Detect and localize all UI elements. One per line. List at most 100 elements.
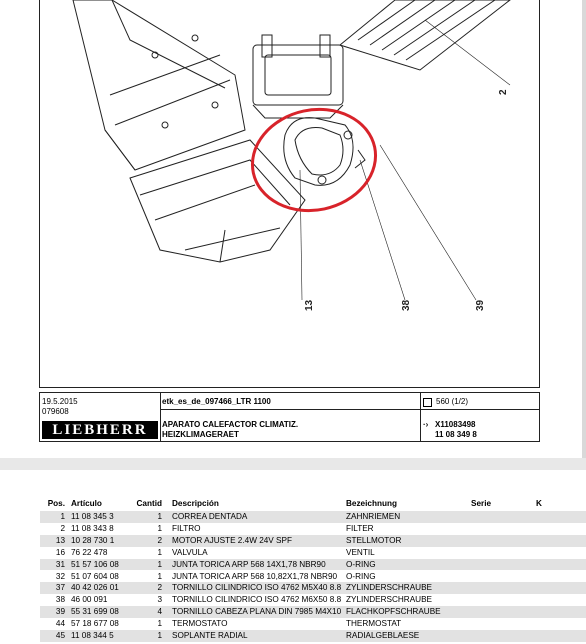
- cell-pos: 39: [55, 607, 65, 617]
- cell-pos: 44: [55, 619, 65, 629]
- part-number: 11 08 349 8: [435, 430, 477, 439]
- cell-descripcion: MOTOR AJUSTE 2.4W 24V SPF: [172, 535, 292, 545]
- cell-cantid: 3: [157, 595, 162, 605]
- cell-pos: 31: [55, 559, 65, 569]
- callout-38: 38: [401, 299, 412, 311]
- cell-descripcion: JUNTA TORICA ARP 568 10,82X1,78 NBR90: [172, 571, 338, 581]
- cell-descripcion: TERMOSTATO: [172, 619, 228, 629]
- cell-pos: 37: [55, 583, 65, 593]
- cell-cantid: 2: [157, 583, 162, 593]
- cell-cantid: 1: [157, 630, 162, 640]
- cell-cantid: 4: [157, 607, 162, 617]
- cell-pos: 45: [55, 630, 65, 640]
- cell-descripcion: TORNILLO CILINDRICO ISO 4762 M5X40 8.8: [172, 583, 342, 593]
- cell-pos: 16: [55, 547, 65, 557]
- parts-list-page: Pos. Artículo Cantid Descripción Bezeich…: [0, 470, 586, 644]
- cell-articulo: 40 42 026 01: [71, 583, 119, 593]
- cell-bezeichnung: ZAHNRIEMEN: [346, 512, 401, 522]
- cell-pos: 1: [60, 512, 65, 522]
- title-spanish: APARATO CALEFACTOR CLIMATIZ.: [162, 420, 299, 429]
- page-edge: [582, 0, 586, 458]
- table-row: 16 76 22 478 1 VALVULA VENTIL: [40, 547, 586, 559]
- cell-bezeichnung: ZYLINDERSCHRAUBE: [346, 583, 432, 593]
- motor-block: [252, 44, 344, 106]
- cell-articulo: 51 57 106 08: [71, 559, 119, 569]
- page-info: 560 (1/2): [436, 397, 469, 406]
- title-block-left: 19.5.2015 079608 LIEBHERR: [40, 393, 161, 441]
- cell-bezeichnung: O-RING: [346, 559, 376, 569]
- cell-bezeichnung: FILTER: [346, 523, 374, 533]
- air-duct: [129, 139, 306, 263]
- cell-cantid: 1: [157, 619, 162, 629]
- cell-bezeichnung: ZYLINDERSCHRAUBE: [346, 595, 432, 605]
- cell-descripcion: FILTRO: [172, 523, 201, 533]
- cell-pos: 32: [55, 571, 65, 581]
- red-highlight-circle: [250, 107, 378, 213]
- cell-articulo: 11 08 344 5: [71, 630, 114, 640]
- cell-bezeichnung: STELLMOTOR: [346, 535, 402, 545]
- cell-articulo: 57 18 677 08: [71, 619, 119, 629]
- table-row: 44 57 18 677 08 1 TERMOSTATO THERMOSTAT: [40, 618, 586, 630]
- cell-bezeichnung: VENTIL: [346, 547, 375, 557]
- title-block-center: etk_es_de_097466_LTR 1100 APARATO CALEFA…: [160, 393, 421, 441]
- header-cantid: Cantid: [136, 499, 162, 509]
- cell-articulo: 76 22 478: [71, 547, 108, 557]
- header-k: K: [536, 499, 542, 509]
- title-block: 19.5.2015 079608 LIEBHERR etk_es_de_0974…: [39, 392, 540, 442]
- cell-bezeichnung: THERMOSTAT: [346, 619, 402, 629]
- cell-cantid: 1: [157, 512, 162, 522]
- cell-articulo: 55 31 699 08: [71, 607, 119, 617]
- header-descripcion: Descripción: [172, 499, 219, 509]
- cell-descripcion: TORNILLO CILINDRICO ISO 4762 M6X50 8.8: [172, 595, 342, 605]
- callout-2: 2: [498, 89, 509, 95]
- cell-articulo: 11 08 343 8: [71, 523, 114, 533]
- cell-descripcion: VALVULA: [172, 547, 208, 557]
- cell-descripcion: TORNILLO CABEZA PLANA DIN 7985 M4X10: [172, 607, 342, 617]
- cell-pos: 38: [55, 595, 65, 605]
- link-arrow-icon: ·›: [423, 420, 429, 429]
- valve-body: [283, 117, 354, 186]
- cell-descripcion: CORREA DENTADA: [172, 512, 248, 522]
- table-row: 39 55 31 699 08 4 TORNILLO CABEZA PLANA DIN…: [40, 606, 586, 619]
- header-pos: Pos.: [47, 499, 65, 509]
- cell-articulo: 11 08 345 3: [71, 512, 114, 522]
- table-header: Pos. Artículo Cantid Descripción Bezeich…: [40, 497, 586, 511]
- ref-number-link[interactable]: X11083498: [435, 420, 476, 429]
- cell-pos: 13: [55, 535, 65, 545]
- title-german: HEIZKLIMAGERAET: [162, 430, 239, 439]
- technical-drawing: 2 13 38 39: [39, 0, 540, 388]
- cell-cantid: 1: [157, 571, 162, 581]
- file-name: etk_es_de_097466_LTR 1100: [162, 397, 271, 406]
- cell-cantid: 1: [157, 547, 162, 557]
- page-separator: [0, 458, 586, 470]
- exploded-view-illustration: 2 13 38 39: [72, 0, 511, 311]
- cell-articulo: 10 28 730 1: [71, 535, 115, 545]
- title-block-right: 560 (1/2) ·› X11083498 11 08 349 8: [420, 393, 539, 441]
- drawing-page: 2 13 38 39 19.5.2015 079608 LIEBHERR etk…: [39, 0, 586, 458]
- table-row: 37 40 42 026 01 2 TORNILLO CILINDRICO ISO 4…: [40, 582, 586, 595]
- cell-bezeichnung: O-RING: [346, 571, 376, 581]
- page-icon: [423, 397, 432, 407]
- cell-cantid: 2: [157, 535, 162, 545]
- cell-bezeichnung: RADIALGEBLAESE: [346, 630, 420, 640]
- table-row: 2 11 08 343 8 1 FILTRO FILTER: [40, 523, 586, 535]
- doc-code: 079608: [42, 407, 69, 416]
- cell-cantid: 1: [157, 523, 162, 533]
- table-row: 1 11 08 345 3 1 CORREA DENTADA ZAHNRIEMEN: [40, 511, 586, 523]
- header-bezeichnung: Bezeichnung: [346, 499, 397, 509]
- table-row: 38 46 00 091 3 TORNILLO CILINDRICO ISO 4762…: [40, 594, 586, 606]
- header-articulo: Artículo: [71, 499, 102, 509]
- parts-table: Pos. Artículo Cantid Descripción Bezeich…: [40, 497, 586, 642]
- liebherr-logo: LIEBHERR: [42, 421, 158, 439]
- callout-13: 13: [304, 299, 315, 311]
- cell-pos: 2: [60, 523, 65, 533]
- cell-bezeichnung: FLACHKOPFSCHRAUBE: [346, 607, 441, 617]
- cell-cantid: 1: [157, 559, 162, 569]
- table-row: 13 10 28 730 1 2 MOTOR AJUSTE 2.4W 24V SPF S…: [40, 534, 586, 547]
- cell-articulo: 46 00 091: [71, 595, 108, 605]
- callout-39: 39: [475, 299, 486, 311]
